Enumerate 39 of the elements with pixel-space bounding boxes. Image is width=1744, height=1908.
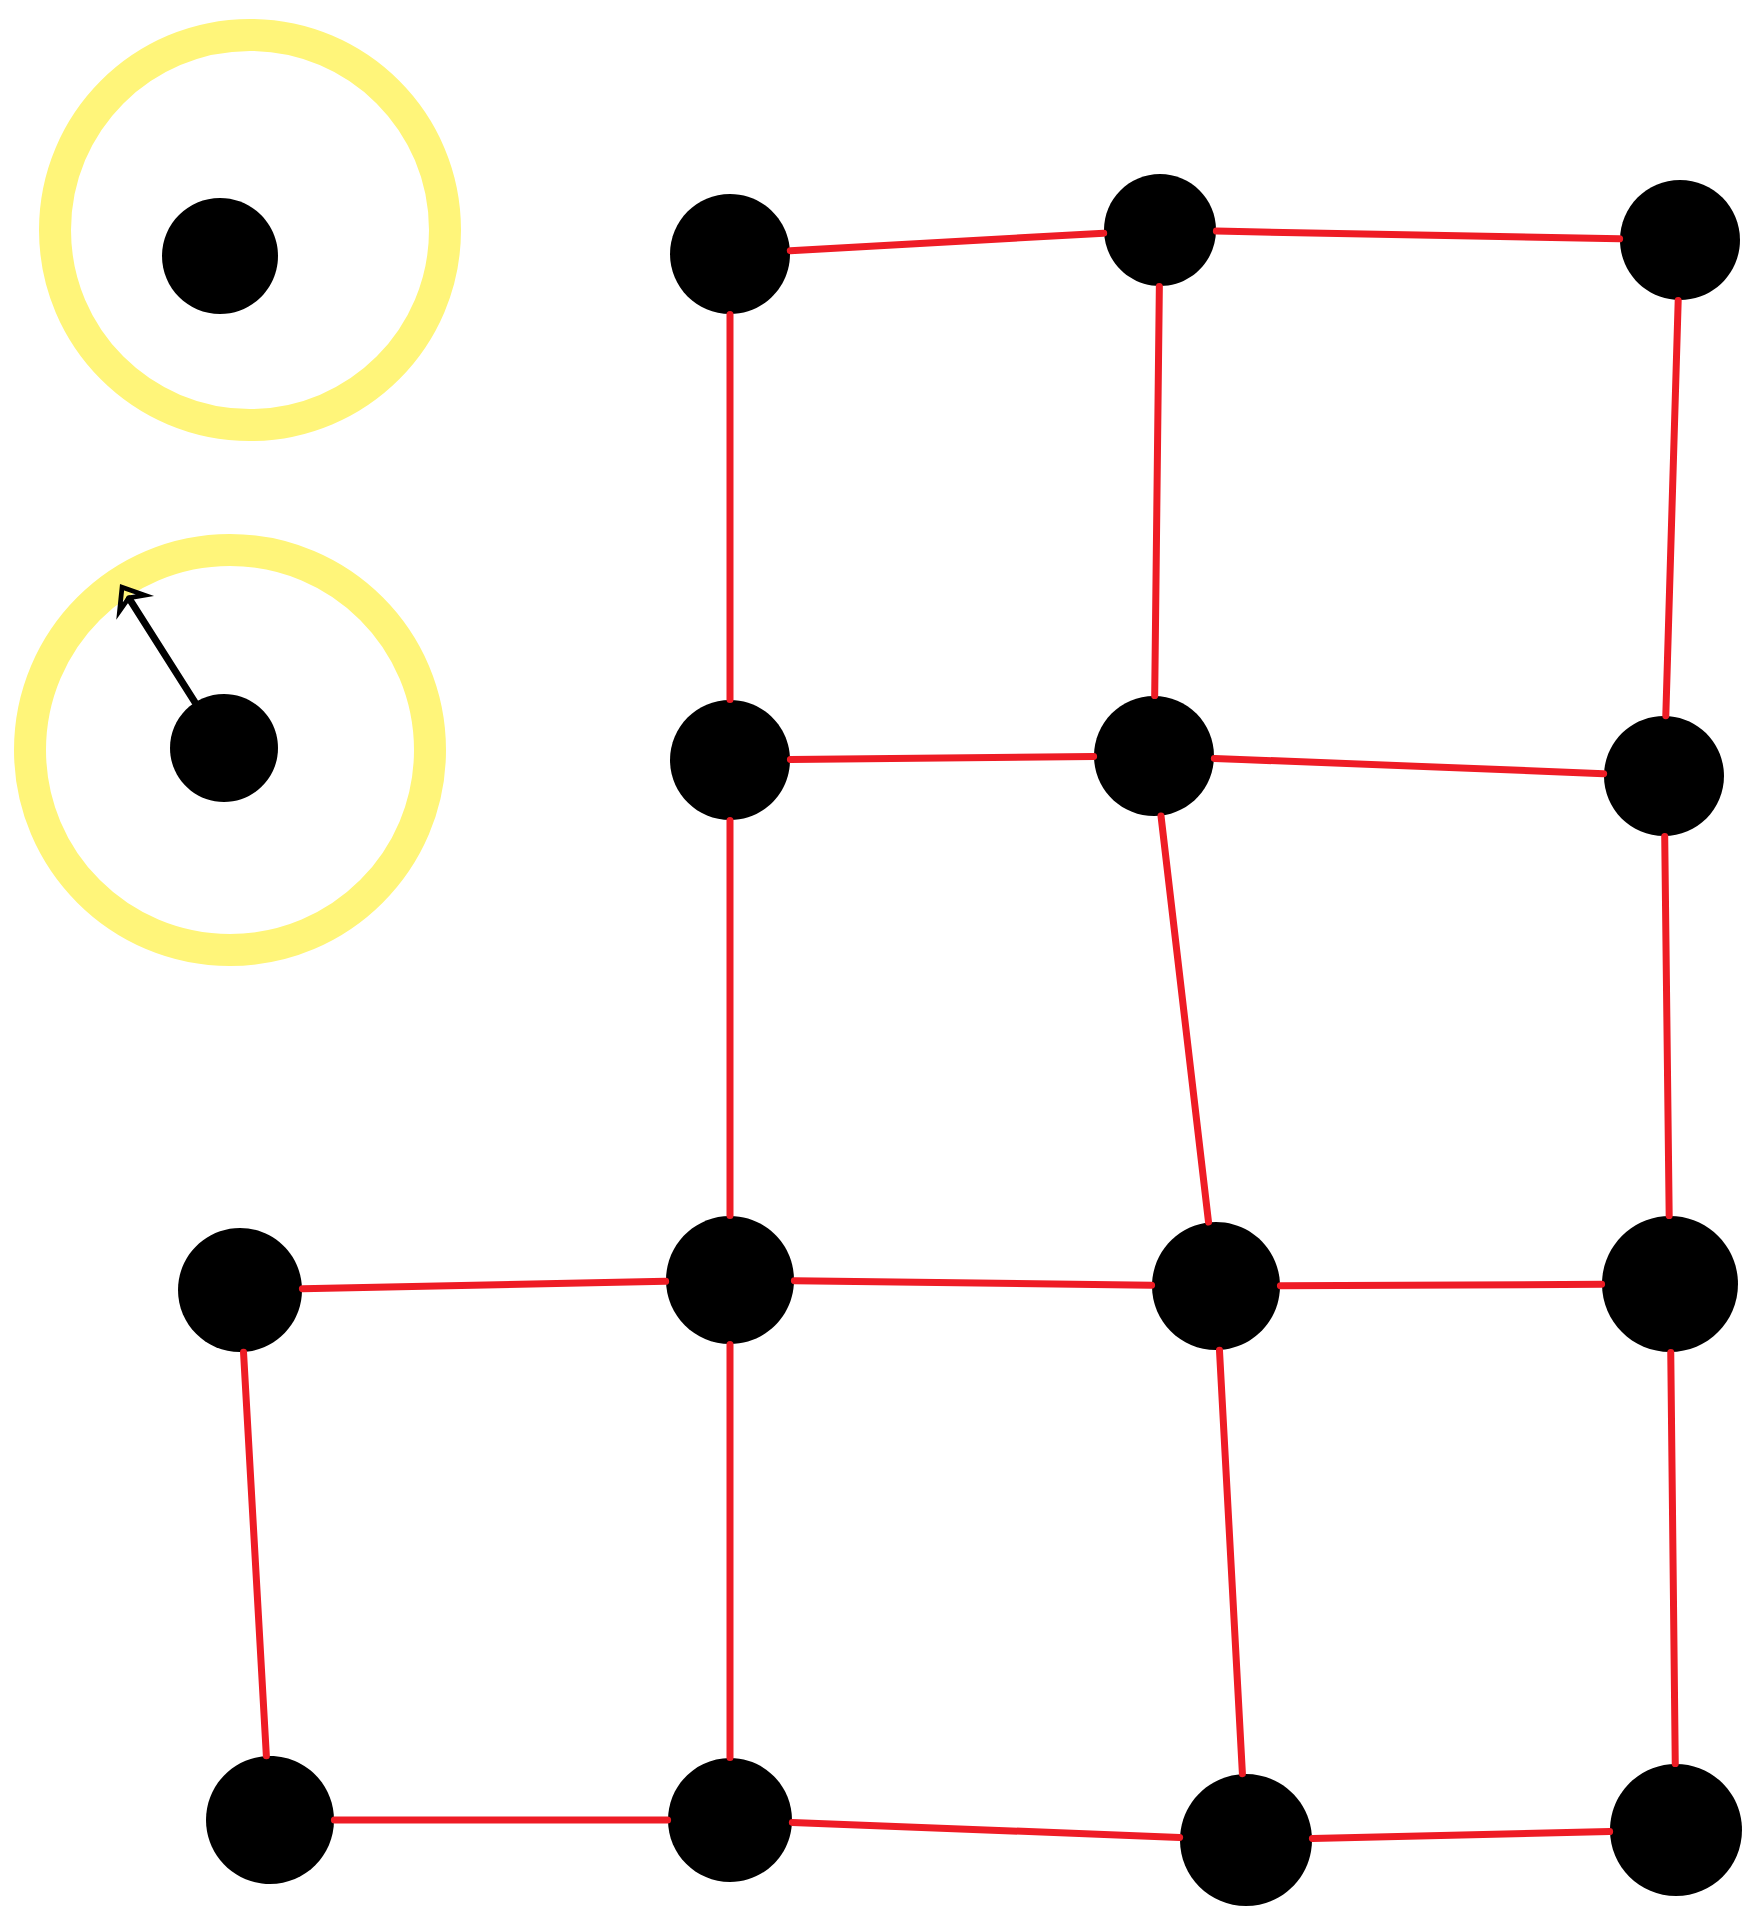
line: [786, 753, 1098, 763]
line: [240, 1348, 270, 1760]
line: [726, 1340, 734, 1762]
dot: [1620, 180, 1740, 300]
dot: [670, 700, 790, 820]
line: [1157, 812, 1212, 1226]
highlight-ring: [39, 19, 461, 441]
dot: [1602, 1216, 1738, 1352]
line: [726, 816, 734, 1220]
arrow: [116, 584, 199, 706]
dot: [206, 1756, 334, 1884]
dot: [162, 198, 278, 314]
line: [788, 1818, 1184, 1841]
line: [1667, 1348, 1679, 1768]
line: [1210, 754, 1608, 778]
line: [1308, 1828, 1614, 1842]
line: [330, 1816, 672, 1824]
line: [298, 1277, 670, 1293]
dot: [170, 694, 278, 802]
dot: [670, 194, 790, 314]
dot: [1152, 1222, 1280, 1350]
dot: [1094, 696, 1214, 816]
dot: [1604, 716, 1724, 836]
dot: [1610, 1764, 1742, 1896]
line: [786, 229, 1108, 255]
highlight-ring: [14, 534, 446, 966]
dot: [178, 1228, 302, 1352]
line: [1662, 296, 1682, 720]
line: [726, 310, 734, 704]
dot: [1104, 174, 1216, 286]
line: [1151, 282, 1163, 700]
dot: [668, 1758, 792, 1882]
dot: [666, 1216, 794, 1344]
line: [790, 1277, 1156, 1289]
line: [1215, 1346, 1246, 1778]
dot: [1180, 1774, 1312, 1906]
line: [1276, 1280, 1606, 1290]
line: [1661, 832, 1673, 1220]
line: [1212, 227, 1624, 243]
